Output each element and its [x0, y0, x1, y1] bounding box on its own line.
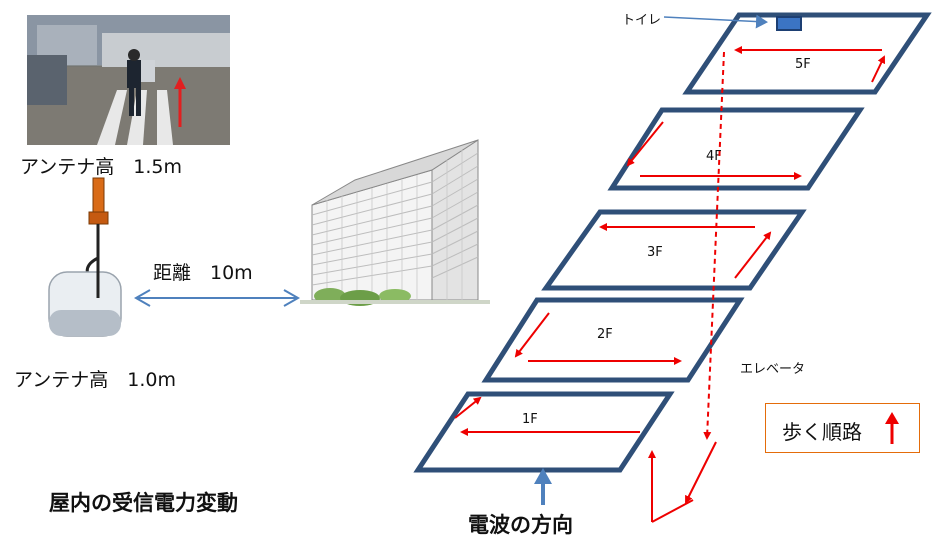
- toilet-label: トイレ: [622, 13, 662, 28]
- distance-label: 距離 10m: [153, 262, 253, 284]
- floor-label-4f: 4F: [706, 149, 722, 164]
- distance-arrow: [133, 289, 301, 307]
- floor-5f-plane: [682, 12, 932, 95]
- toilet-pointer-arrow: [663, 14, 768, 29]
- floor-1f-plane: [413, 391, 675, 473]
- elevator-label: エレベータ: [740, 362, 806, 377]
- floor-label-3f: 3F: [647, 245, 663, 260]
- floor-2f-plane: [481, 297, 745, 383]
- antenna-height-bottom-label: アンテナ高 1.0m: [14, 369, 176, 391]
- field-photo-illustration: [27, 15, 230, 145]
- floor-3f-plane: [541, 209, 807, 291]
- floor-label-2f: 2F: [597, 327, 613, 342]
- floor-label-1f: 1F: [522, 412, 538, 427]
- building-illustration: [300, 139, 490, 306]
- wave-direction-label: 電波の方向: [468, 513, 573, 537]
- legend-label: 歩く順路: [782, 420, 862, 444]
- diagram-title: 屋内の受信電力変動: [49, 491, 238, 515]
- legend-box: 歩く順路: [765, 403, 920, 453]
- toilet-icon: [776, 16, 802, 31]
- legend-arrow-icon: [885, 412, 899, 444]
- antenna-device-icon: [48, 177, 122, 337]
- field-photo: [27, 15, 230, 145]
- antenna-height-top-label: アンテナ高 1.5m: [20, 156, 182, 178]
- floor-label-5f: 5F: [795, 57, 811, 72]
- floor-4f-plane: [607, 107, 865, 191]
